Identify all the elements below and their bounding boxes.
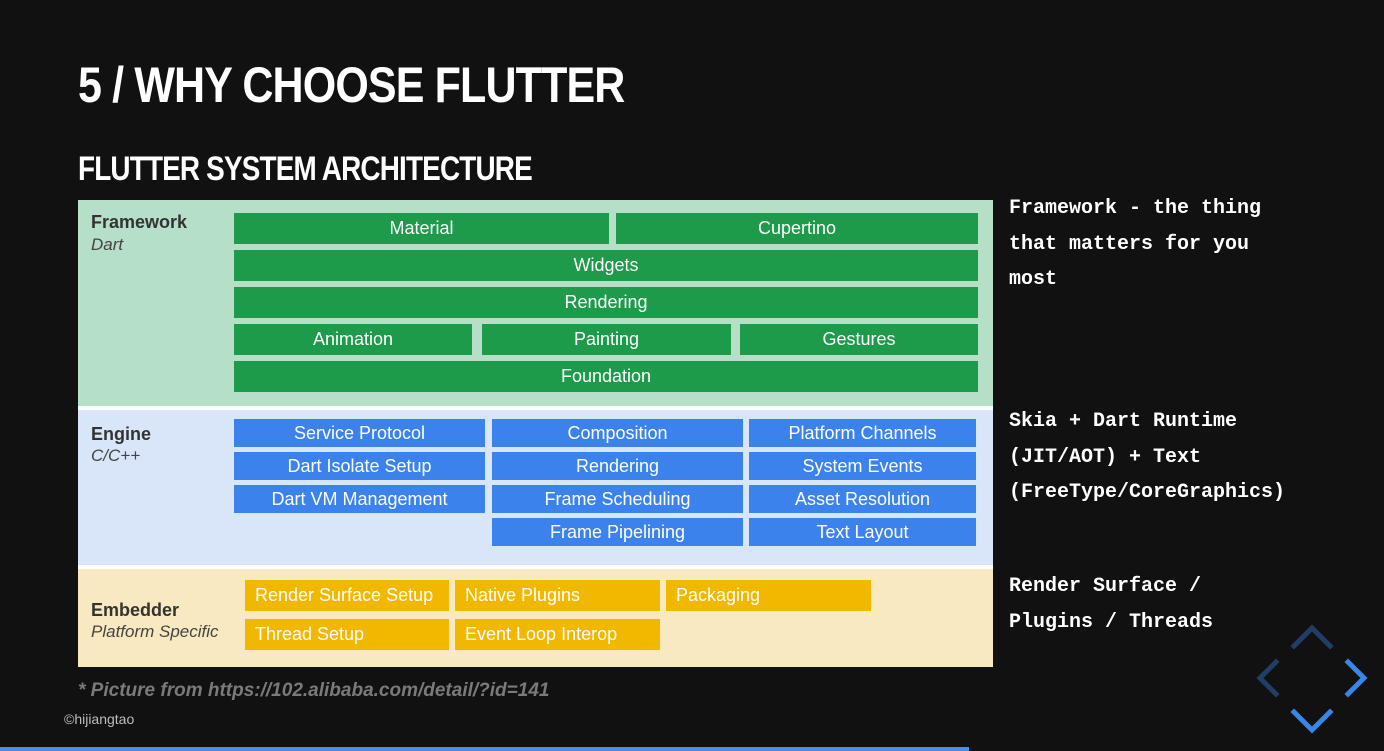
engine-note: Skia + Dart Runtime (JIT/AOT) + Text (Fr… bbox=[1009, 404, 1285, 511]
framework-note-line: Framework - the thing bbox=[1009, 197, 1262, 220]
box-packaging: Packaging bbox=[666, 580, 871, 611]
box-dart-vm-management: Dart VM Management bbox=[234, 485, 485, 513]
nav-left-icon[interactable] bbox=[1256, 658, 1280, 698]
box-platform-channels: Platform Channels bbox=[749, 419, 976, 447]
framework-layer-sub: Dart bbox=[91, 235, 124, 254]
embedder-note: Render Surface / Plugins / Threads bbox=[1009, 569, 1213, 640]
box-painting: Painting bbox=[482, 324, 731, 355]
engine-layer-name: Engine bbox=[91, 424, 152, 444]
engine-note-line: Skia + Dart Runtime bbox=[1009, 410, 1238, 433]
embedder-layer: Embedder Platform Specific Render Surfac… bbox=[78, 569, 993, 667]
box-thread-setup: Thread Setup bbox=[245, 619, 449, 650]
framework-layer-name: Framework bbox=[91, 212, 188, 232]
box-engine-rendering: Rendering bbox=[492, 452, 743, 480]
embedder-layer-sub: Platform Specific bbox=[91, 622, 219, 641]
navigation-control bbox=[1256, 624, 1368, 734]
box-foundation: Foundation bbox=[234, 361, 978, 392]
slide-subtitle: FLUTTER SYSTEM ARCHITECTURE bbox=[78, 150, 533, 188]
box-material: Material bbox=[234, 213, 609, 244]
framework-layer: Framework Dart Material Cupertino Widget… bbox=[78, 200, 993, 406]
nav-up-icon[interactable] bbox=[1290, 624, 1334, 650]
box-native-plugins: Native Plugins bbox=[455, 580, 660, 611]
progress-bar bbox=[0, 747, 969, 751]
box-frame-pipelining: Frame Pipelining bbox=[492, 518, 743, 546]
engine-note-line: (FreeType/CoreGraphics) bbox=[1009, 481, 1286, 504]
box-frame-scheduling: Frame Scheduling bbox=[492, 485, 743, 513]
copyright: ©hijiangtao bbox=[64, 711, 135, 727]
box-framework-rendering: Rendering bbox=[234, 287, 978, 318]
source-note: * Picture from https://102.alibaba.com/d… bbox=[78, 680, 550, 701]
engine-layer-sub: C/C++ bbox=[91, 446, 141, 465]
embedder-layer-name: Embedder bbox=[91, 600, 180, 620]
box-animation: Animation bbox=[234, 324, 472, 355]
box-text-layout: Text Layout bbox=[749, 518, 976, 546]
slide-title: 5 / WHY CHOOSE FLUTTER bbox=[78, 57, 625, 113]
box-dart-isolate-setup: Dart Isolate Setup bbox=[234, 452, 485, 480]
box-render-surface-setup: Render Surface Setup bbox=[245, 580, 449, 611]
box-asset-resolution: Asset Resolution bbox=[749, 485, 976, 513]
box-gestures: Gestures bbox=[740, 324, 978, 355]
framework-note-line: that matters for you bbox=[1009, 232, 1250, 256]
engine-layer: Engine C/C++ Service Protocol Compositio… bbox=[78, 410, 993, 565]
embedder-note-line: Plugins / Threads bbox=[1009, 610, 1214, 634]
engine-note-line: (JIT/AOT) + Text bbox=[1009, 445, 1202, 469]
box-system-events: System Events bbox=[749, 452, 976, 480]
box-service-protocol: Service Protocol bbox=[234, 419, 485, 447]
framework-note: Framework - the thing that matters for y… bbox=[1009, 191, 1261, 298]
framework-note-line: most bbox=[1009, 268, 1058, 291]
embedder-note-line: Render Surface / bbox=[1009, 575, 1202, 598]
box-composition: Composition bbox=[492, 419, 743, 447]
nav-right-icon[interactable] bbox=[1344, 658, 1368, 698]
architecture-diagram: Framework Dart Material Cupertino Widget… bbox=[78, 200, 993, 667]
nav-down-icon[interactable] bbox=[1290, 708, 1334, 734]
box-widgets: Widgets bbox=[234, 250, 978, 281]
box-cupertino: Cupertino bbox=[616, 213, 978, 244]
box-event-loop-interop: Event Loop Interop bbox=[455, 619, 660, 650]
